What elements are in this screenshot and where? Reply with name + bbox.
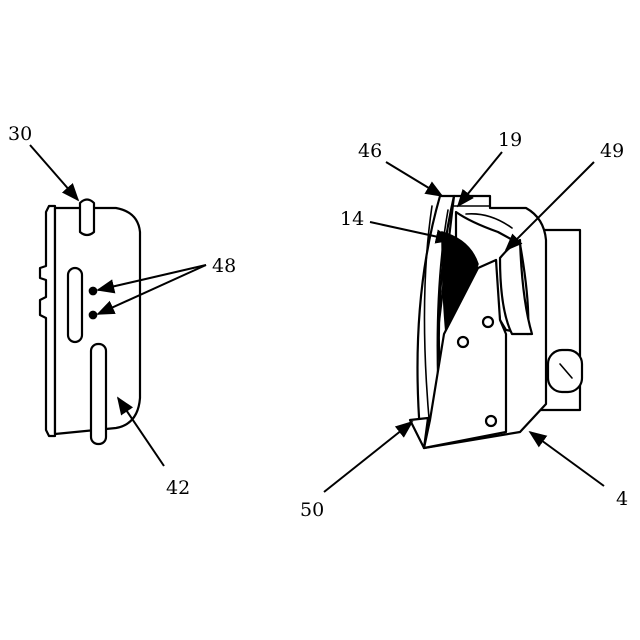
tip-50 <box>410 418 428 448</box>
callout-30: 30 <box>8 123 32 145</box>
screw-1 <box>483 317 493 327</box>
callout-14: 14 <box>340 208 364 230</box>
callout-49: 49 <box>600 140 624 162</box>
leader-50 <box>324 422 412 492</box>
left-plate <box>40 206 55 436</box>
callout-50: 50 <box>300 499 324 521</box>
leader-46 <box>386 162 442 196</box>
top-tab <box>80 200 94 236</box>
callout-46: 46 <box>358 140 382 162</box>
screw-2 <box>458 337 468 347</box>
hole-lower <box>89 311 96 318</box>
leader-4 <box>530 432 604 486</box>
hole-upper <box>89 287 96 294</box>
callout-42: 42 <box>166 477 190 499</box>
callout-48: 48 <box>212 255 236 277</box>
callout-4: 4 <box>616 488 628 510</box>
upper-slot <box>68 268 82 342</box>
right-component-4 <box>410 196 582 448</box>
screw-3 <box>486 416 496 426</box>
leader-30 <box>30 145 78 200</box>
lower-slot <box>91 344 106 444</box>
leader-42 <box>118 398 164 466</box>
callout-19: 19 <box>498 129 522 151</box>
